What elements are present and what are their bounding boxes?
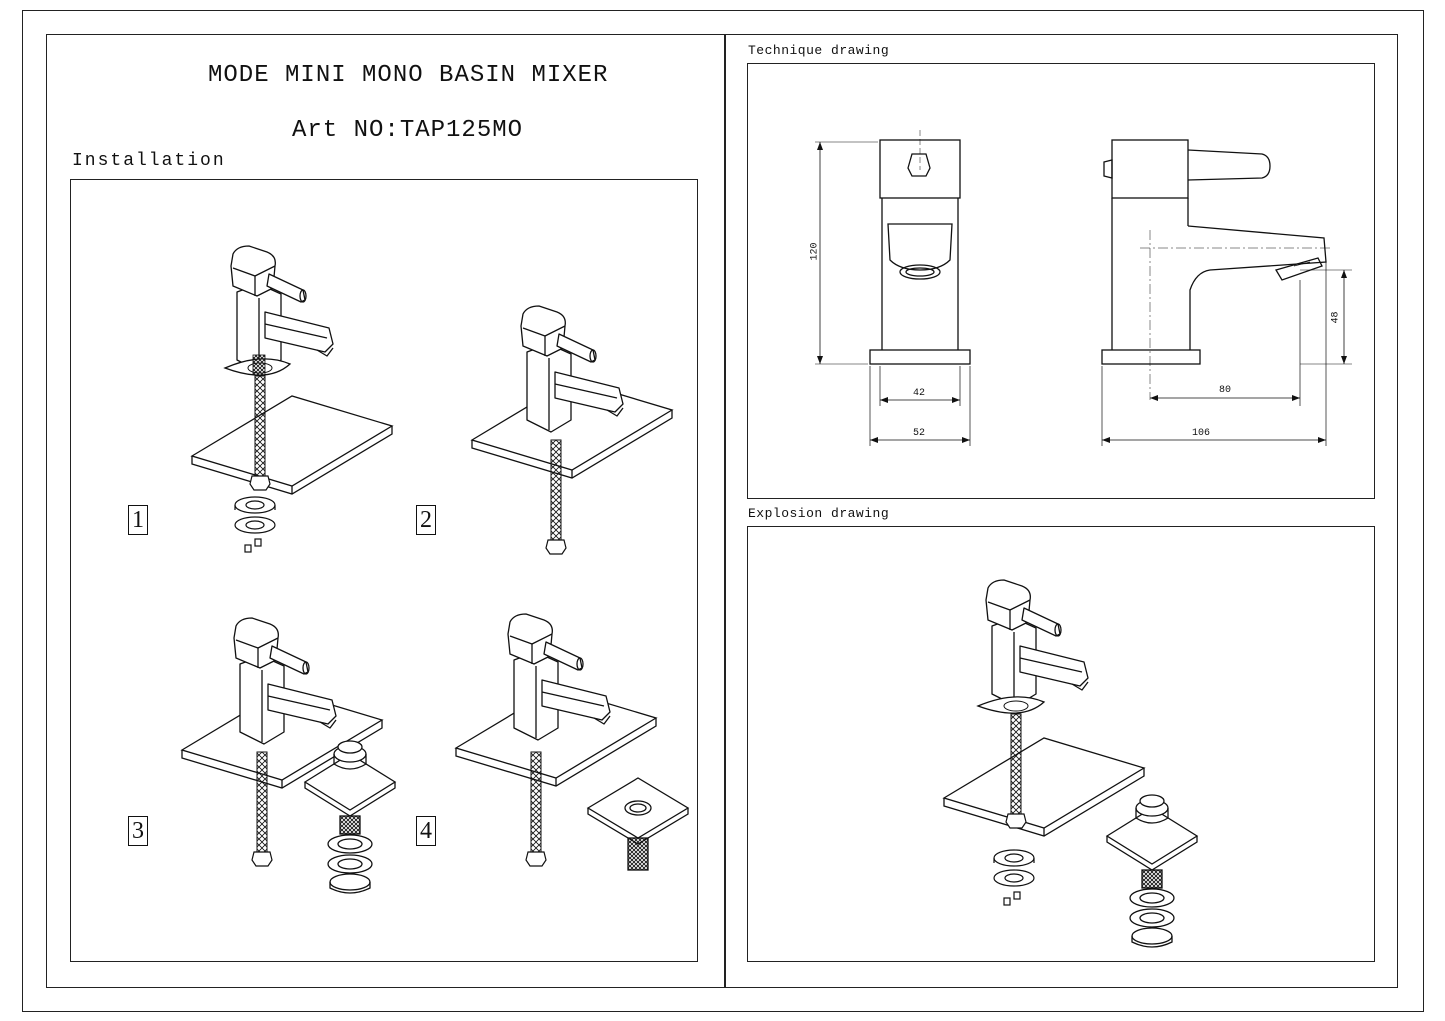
page-title: MODE MINI MONO BASIN MIXER: [208, 62, 609, 89]
art-number: Art NO:TAP125MO: [292, 117, 524, 144]
explosion-heading: Explosion drawing: [748, 506, 890, 521]
technique-panel: [747, 63, 1375, 499]
inner-border: [46, 34, 1398, 988]
center-divider: [724, 34, 726, 988]
step-label-3: 3: [128, 816, 148, 846]
dim-base-inner-label: 42: [913, 388, 926, 399]
dim-spout-reach-label: 80: [1219, 385, 1232, 396]
dim-total-depth-label: 106: [1192, 428, 1211, 439]
explosion-panel: [747, 526, 1375, 962]
installation-panel: [70, 179, 698, 962]
outer-border: [22, 10, 1424, 1012]
technique-heading: Technique drawing: [748, 43, 890, 58]
installation-heading: Installation: [72, 151, 226, 171]
dim-base-outer-label: 52: [913, 428, 926, 439]
step-label-2: 2: [416, 505, 436, 535]
step-label-1: 1: [128, 505, 148, 535]
step-label-4: 4: [416, 816, 436, 846]
